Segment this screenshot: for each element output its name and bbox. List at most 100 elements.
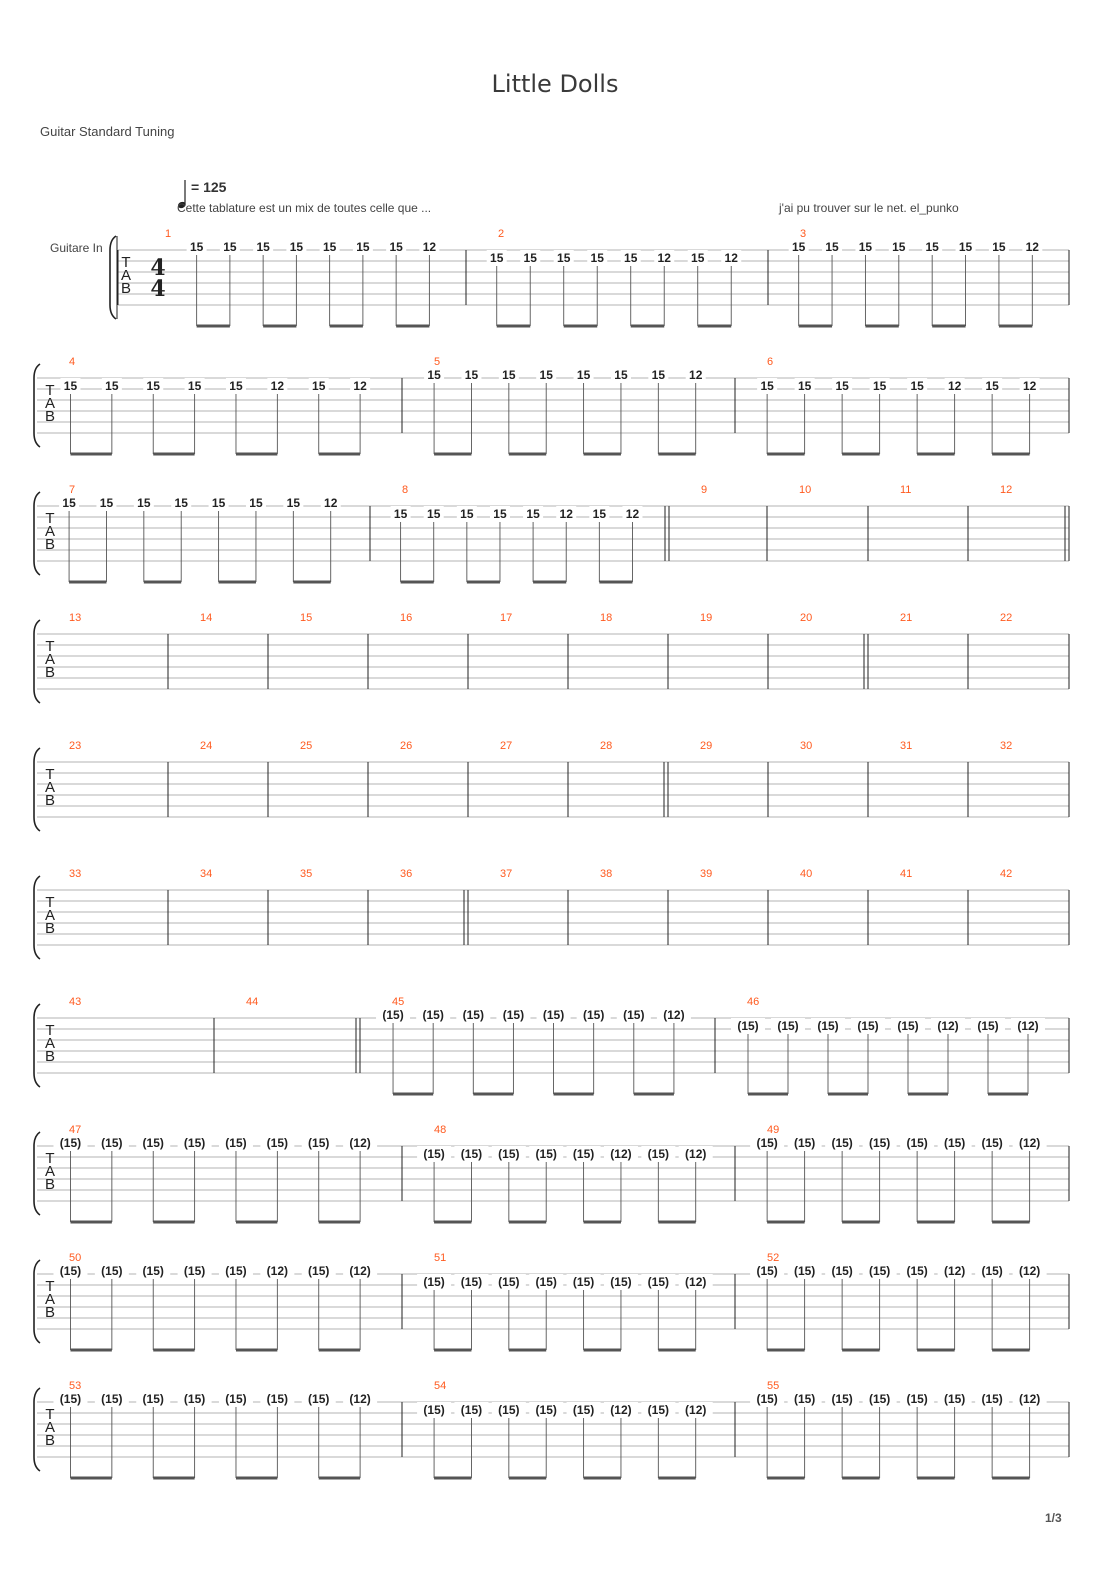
fret-number: (15)	[981, 1264, 1002, 1278]
tab-clef-letter: T	[121, 254, 130, 271]
fret-number: (15)	[869, 1392, 890, 1406]
measure-number: 54	[434, 1380, 446, 1392]
fret-number: 12	[423, 240, 437, 254]
fret-bg	[177, 1391, 212, 1404]
measure-number: 53	[69, 1380, 81, 1392]
fret-bg	[416, 1007, 451, 1020]
fret-number: 15	[229, 379, 243, 393]
fret-bg	[573, 367, 594, 380]
fret-bg	[721, 250, 742, 263]
measure-number: 37	[500, 868, 512, 880]
fret-bg	[825, 1135, 860, 1148]
fret-number: 15	[465, 368, 479, 382]
fret-number: 15	[591, 251, 605, 265]
measure-number: 52	[767, 1252, 779, 1264]
fret-number: 15	[873, 379, 887, 393]
fret-bg	[136, 1391, 171, 1404]
tab-clef-letter: T	[45, 382, 54, 399]
fret-bg	[491, 1274, 526, 1287]
fret-bg	[491, 1146, 526, 1159]
fret-bg	[218, 1263, 253, 1276]
fret-number: (15)	[981, 1392, 1002, 1406]
measure-number: 34	[200, 868, 212, 880]
fret-bg	[301, 1391, 336, 1404]
fret-bg	[757, 378, 778, 391]
fret-number: 15	[691, 251, 705, 265]
fret-bg	[301, 1135, 336, 1148]
fret-bg	[641, 1402, 676, 1415]
system-bracket	[33, 1259, 41, 1344]
fret-number: 15	[557, 251, 571, 265]
fret-bg	[53, 1391, 88, 1404]
tab-clef-letter: T	[45, 1022, 54, 1039]
fret-number: 15	[175, 496, 189, 510]
measure-number: 25	[300, 740, 312, 752]
fret-bg	[286, 239, 307, 252]
fret-number: (15)	[423, 1147, 444, 1161]
fret-bg	[641, 1146, 676, 1159]
fret-bg	[53, 1263, 88, 1276]
fret-bg	[787, 1391, 822, 1404]
fret-bg	[376, 1007, 411, 1020]
fret-bg	[891, 1018, 925, 1031]
fret-number: (12)	[1019, 1136, 1040, 1150]
fret-number: 15	[502, 368, 516, 382]
fret-number: (15)	[794, 1392, 815, 1406]
fret-bg	[931, 1018, 965, 1031]
fret-bg	[1012, 1135, 1047, 1148]
fret-bg	[603, 1402, 638, 1415]
measure-number: 19	[700, 612, 712, 624]
fret-number: 15	[859, 240, 873, 254]
annotation-left: Cette tablature est un mix de toutes cel…	[177, 201, 432, 215]
system-bracket	[33, 747, 41, 832]
fret-number: (15)	[498, 1275, 519, 1289]
fret-bg	[343, 1135, 378, 1148]
fret-bg	[59, 495, 80, 508]
fret-number: (15)	[225, 1264, 246, 1278]
fret-number: (15)	[101, 1264, 122, 1278]
measure-number: 12	[1000, 484, 1012, 496]
fret-bg	[352, 239, 373, 252]
fret-bg	[133, 495, 154, 508]
fret-bg	[136, 1263, 171, 1276]
fret-number: 15	[256, 240, 270, 254]
tab-clef-letter: T	[45, 894, 54, 911]
measure-number: 33	[69, 868, 81, 880]
fret-number: (15)	[498, 1147, 519, 1161]
measure-number: 40	[800, 868, 812, 880]
fret-bg	[944, 378, 965, 391]
fret-number: 12	[689, 368, 703, 382]
fret-bg	[687, 250, 708, 263]
fret-bg	[94, 1135, 129, 1148]
fret-bg	[143, 378, 164, 391]
measure-number: 38	[600, 868, 612, 880]
measure-number: 32	[1000, 740, 1012, 752]
fret-bg	[523, 506, 544, 519]
fret-number: (15)	[143, 1392, 164, 1406]
measure-number: 14	[200, 612, 212, 624]
fret-number: 15	[526, 507, 540, 521]
fret-number: (15)	[944, 1136, 965, 1150]
fret-bg	[60, 378, 81, 391]
fret-number: (15)	[777, 1019, 798, 1033]
fret-bg	[566, 1146, 601, 1159]
system-bracket	[33, 1131, 41, 1216]
fret-bg	[343, 1391, 378, 1404]
fret-bg	[1022, 239, 1043, 252]
fret-number: 12	[560, 507, 574, 521]
fret-number: 12	[725, 251, 739, 265]
measure-number: 42	[1000, 868, 1012, 880]
fret-bg	[869, 378, 890, 391]
fret-number: 15	[356, 240, 370, 254]
page-number: 1/3	[1045, 1511, 1062, 1525]
measure-number: 44	[246, 996, 258, 1008]
fret-bg	[319, 239, 340, 252]
fret-bg	[825, 1391, 860, 1404]
fret-number: (15)	[906, 1392, 927, 1406]
fret-bg	[486, 250, 507, 263]
fret-bg	[988, 239, 1009, 252]
fret-number: 15	[910, 379, 924, 393]
measure-number: 55	[767, 1380, 779, 1392]
fret-number: 15	[624, 251, 638, 265]
measure-number: 8	[402, 484, 408, 496]
